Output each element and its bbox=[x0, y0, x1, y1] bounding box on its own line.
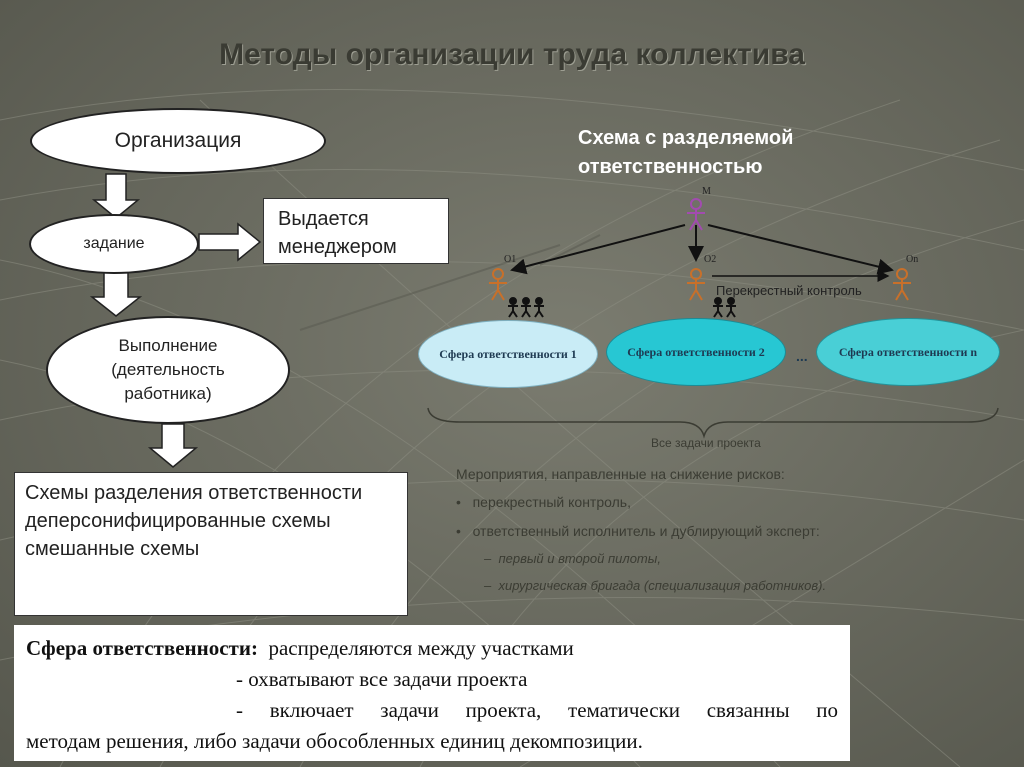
worker-figure-o2 bbox=[687, 268, 705, 301]
o2-label: О2 bbox=[704, 254, 717, 265]
sphere-2: Сфера ответственности 2 bbox=[606, 318, 786, 386]
sphere-1: Сфера ответственности 1 bbox=[418, 320, 598, 388]
arrow-right bbox=[198, 222, 262, 262]
arrow-m-o1 bbox=[510, 224, 686, 275]
worker-figure-on bbox=[893, 268, 911, 301]
sphere-ellipsis: ... bbox=[796, 348, 808, 364]
responsibility-scheme bbox=[427, 198, 999, 439]
arrow-down-1 bbox=[91, 173, 141, 219]
scheme-item-2: деперсонифицированные схемы bbox=[25, 510, 331, 532]
measure-sub-bullet-2: – хирургическая бригада (специализация р… bbox=[484, 578, 827, 593]
sphere-n: Сфера ответственности n bbox=[816, 318, 1000, 386]
measure-sub-bullet-1-text: первый и второй пилоты, bbox=[498, 551, 661, 566]
manager-label: М bbox=[702, 186, 711, 197]
definition-line-4: методам решения, либо задачи обособленны… bbox=[26, 729, 643, 753]
all-tasks-label: Все задачи проекта bbox=[651, 436, 761, 450]
measure-bullet-2: • ответственный исполнитель и дублирующи… bbox=[456, 523, 820, 539]
cross-control-label: Перекрестный контроль bbox=[716, 283, 862, 298]
measure-bullet-2-text: ответственный исполнитель и дублирующий … bbox=[472, 523, 820, 539]
scheme-title: Схема с разделяемой ответственностью bbox=[578, 127, 794, 178]
task-node: задание bbox=[29, 214, 199, 274]
measure-bullet-1: • перекрестный контроль, bbox=[456, 494, 631, 510]
o1-label: О1 bbox=[504, 254, 517, 265]
schemes-box: Схемы разделения ответственности деперсо… bbox=[14, 472, 408, 616]
measure-bullet-1-text: перекрестный контроль, bbox=[472, 494, 631, 510]
arrow-down-2 bbox=[89, 271, 143, 317]
definition-term: Сфера ответственности: bbox=[26, 636, 258, 660]
definition-line-1: Сфера ответственности: распределяются ме… bbox=[26, 633, 838, 664]
scheme-item-1: Схемы разделения ответственности bbox=[25, 482, 363, 504]
team-figures-2 bbox=[713, 297, 736, 318]
measure-sub-bullet-2-text: хирургическая бригада (специализация раб… bbox=[498, 578, 827, 593]
manager-figure bbox=[687, 198, 705, 231]
team-figures-1 bbox=[508, 297, 544, 318]
arrow-m-on bbox=[707, 224, 894, 275]
measure-sub-bullet-1: – первый и второй пилоты, bbox=[484, 551, 661, 566]
measures-title: Мероприятия, направленные на снижение ри… bbox=[456, 466, 785, 482]
on-label: Оn bbox=[906, 254, 919, 265]
scheme-item-3: смешанные схемы bbox=[25, 538, 200, 560]
definition-line-3: - включает задачи проекта, тематически с… bbox=[236, 698, 838, 722]
issued-by-box: Выдается менеджером bbox=[263, 198, 449, 264]
organization-node: Организация bbox=[30, 108, 326, 174]
page-title: Методы организации труда коллектива bbox=[219, 38, 805, 71]
arrow-down-3 bbox=[147, 423, 199, 468]
worker-figure-o1 bbox=[489, 268, 507, 301]
definition-line-2: - охватывают все задачи проекта bbox=[236, 667, 528, 691]
definition-line-1-rest: распределяются между участками bbox=[268, 636, 574, 660]
all-tasks-brace bbox=[427, 407, 999, 439]
execution-node: Выполнение (деятельность работника) bbox=[46, 316, 290, 424]
definition-box: Сфера ответственности: распределяются ме… bbox=[14, 625, 850, 761]
flow-arrows bbox=[89, 173, 262, 468]
